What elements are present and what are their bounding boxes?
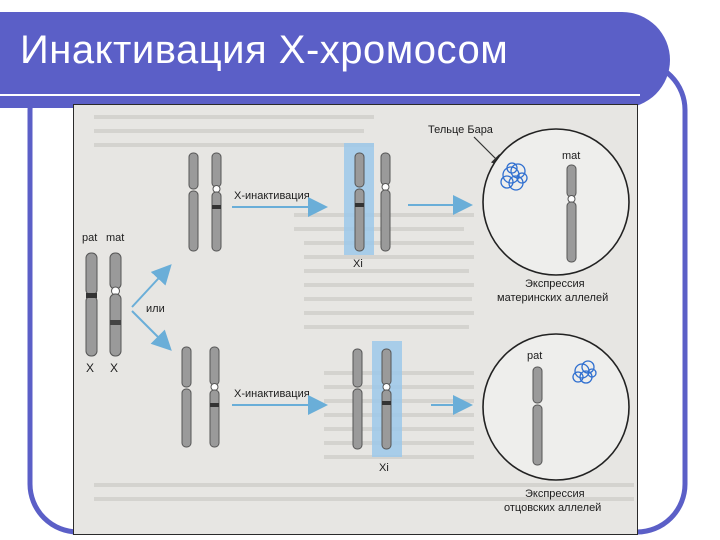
label-xi-top: Xi (353, 258, 363, 270)
cell-top (483, 129, 629, 275)
cell-bottom (483, 334, 629, 480)
label-x-inactivation-bottom: Х-инактивация (234, 388, 310, 400)
label-x-inactivation-top: Х-инактивация (234, 190, 310, 202)
branch-arrow-down (132, 311, 169, 348)
label-or: или (146, 303, 165, 315)
cell-bottom-chromosome (533, 367, 542, 465)
label-pat: pat (82, 232, 97, 244)
x-inactivation-figure: pat mat X X или Х-инактивация (73, 104, 638, 535)
label-expr-top-1: Экспрессия (525, 278, 585, 290)
label-mat: mat (106, 232, 124, 244)
slide-title: Инактивация Х-хромосом (20, 28, 508, 73)
label-expr-bottom-1: Экспрессия (525, 488, 585, 500)
bottom-pair-after-inactive (382, 349, 391, 449)
cell-top-chromosome (567, 165, 576, 262)
label-x-pat: X (86, 361, 94, 375)
branch-arrow-up (132, 267, 169, 307)
label-expr-top-2: материнских аллелей (497, 292, 608, 304)
chromosome-pat (86, 253, 97, 356)
label-cell-top: mat (562, 150, 580, 162)
top-pair-before (189, 153, 221, 251)
chromosome-mat (110, 253, 121, 356)
bottom-pair-after (353, 349, 362, 449)
bottom-pair-before (182, 347, 219, 447)
label-cell-bottom: pat (527, 350, 542, 362)
label-x-mat: X (110, 361, 118, 375)
label-expr-bottom-2: отцовских аллелей (504, 502, 601, 514)
label-barr-body: Тельце Бара (428, 124, 494, 136)
label-xi-bottom: Xi (379, 462, 389, 474)
